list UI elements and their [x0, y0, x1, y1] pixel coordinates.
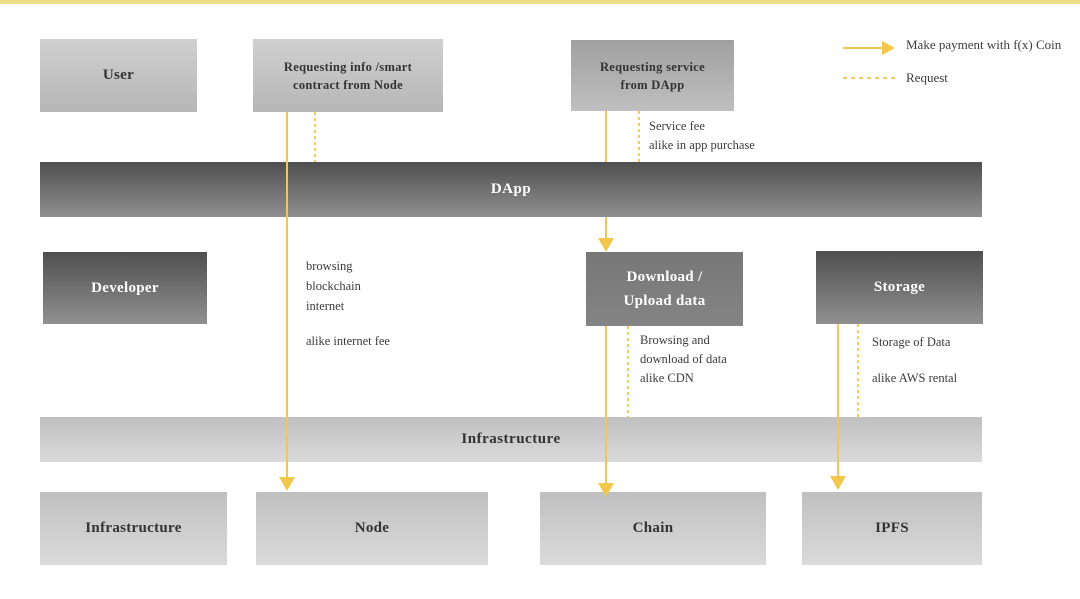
box-chain: Chain	[540, 492, 766, 565]
payment-line-service-dapp-icon	[605, 111, 607, 162]
legend-request-label: Request	[906, 70, 948, 85]
legend-request-dotted-icon	[843, 77, 898, 79]
arrow-down-ipfs-icon	[830, 476, 846, 490]
box-chain-label: Chain	[632, 520, 674, 536]
arrow-down-node-icon	[279, 477, 295, 491]
label-line: from DApp	[620, 77, 685, 92]
payment-line-dapp-download-icon	[605, 217, 607, 239]
label-line: Requesting info /smart	[283, 59, 413, 74]
payment-line-download-chain-icon	[605, 326, 607, 483]
payment-line-storage-ipfs-icon	[837, 324, 839, 476]
note-browsing: browsing blockchain internet	[306, 256, 361, 316]
note-storage-of-data: Storage of Data	[872, 335, 951, 349]
note-line: internet	[306, 299, 345, 313]
note-line: blockchain	[306, 279, 361, 293]
box-storage: Storage	[816, 251, 983, 324]
box-download-upload-label: Download / Upload data	[623, 265, 705, 313]
box-requesting-service: Requesting service from DApp	[571, 40, 734, 111]
box-developer: Developer	[43, 252, 207, 324]
label-line: Upload data	[623, 293, 706, 309]
legend-arrow-right-icon	[882, 41, 895, 55]
request-dotted-user-dapp-icon	[314, 112, 316, 162]
box-ipfs: IPFS	[802, 492, 982, 565]
bar-dapp-label: DApp	[490, 181, 532, 197]
note-aws-rental: alike AWS rental	[872, 371, 958, 385]
bar-dapp: DApp	[40, 162, 982, 217]
request-dotted-download-infra-icon	[627, 326, 629, 417]
bar-infrastructure: Infrastructure	[40, 417, 982, 462]
box-requesting-info: Requesting info /smart contract from Nod…	[253, 39, 443, 112]
note-internet-fee: alike internet fee	[306, 334, 390, 348]
note-cdn: Browsing and download of data alike CDN	[640, 331, 727, 388]
note-line: download of data	[640, 352, 727, 366]
legend-payment-label: Make payment with f(x) Coin	[906, 37, 1062, 52]
top-border-line	[0, 0, 1080, 4]
label-line: Download /	[626, 269, 703, 285]
note-line: Service fee	[649, 119, 705, 133]
label-line: contract from Node	[292, 77, 403, 92]
note-line: alike in app purchase	[649, 138, 755, 152]
box-ipfs-label: IPFS	[875, 520, 909, 536]
note-line: Browsing and	[640, 333, 710, 347]
legend-payment-line-icon	[843, 47, 883, 49]
bar-infrastructure-label: Infrastructure	[461, 431, 561, 447]
note-line: alike CDN	[640, 371, 694, 385]
box-node-label: Node	[354, 520, 390, 536]
box-download-upload: Download / Upload data	[586, 252, 743, 326]
label-line: Requesting service	[599, 59, 706, 74]
box-requesting-service-label: Requesting service from DApp	[600, 58, 705, 94]
payment-line-user-node-icon	[286, 112, 288, 477]
note-line: browsing	[306, 259, 353, 273]
arrow-down-chain-icon	[598, 483, 614, 497]
arrow-down-download-icon	[598, 238, 614, 252]
box-user-label: User	[102, 67, 135, 83]
box-infrastructure-label: Infrastructure	[85, 520, 182, 536]
box-node: Node	[256, 492, 488, 565]
request-dotted-service-dapp-icon	[638, 111, 640, 162]
box-developer-label: Developer	[91, 279, 159, 296]
box-infrastructure: Infrastructure	[40, 492, 227, 565]
box-storage-label: Storage	[873, 279, 926, 295]
box-user: User	[40, 39, 197, 112]
request-dotted-storage-infra-icon	[857, 324, 859, 417]
note-service-fee: Service fee alike in app purchase	[649, 117, 755, 155]
box-requesting-info-label: Requesting info /smart contract from Nod…	[284, 58, 412, 94]
